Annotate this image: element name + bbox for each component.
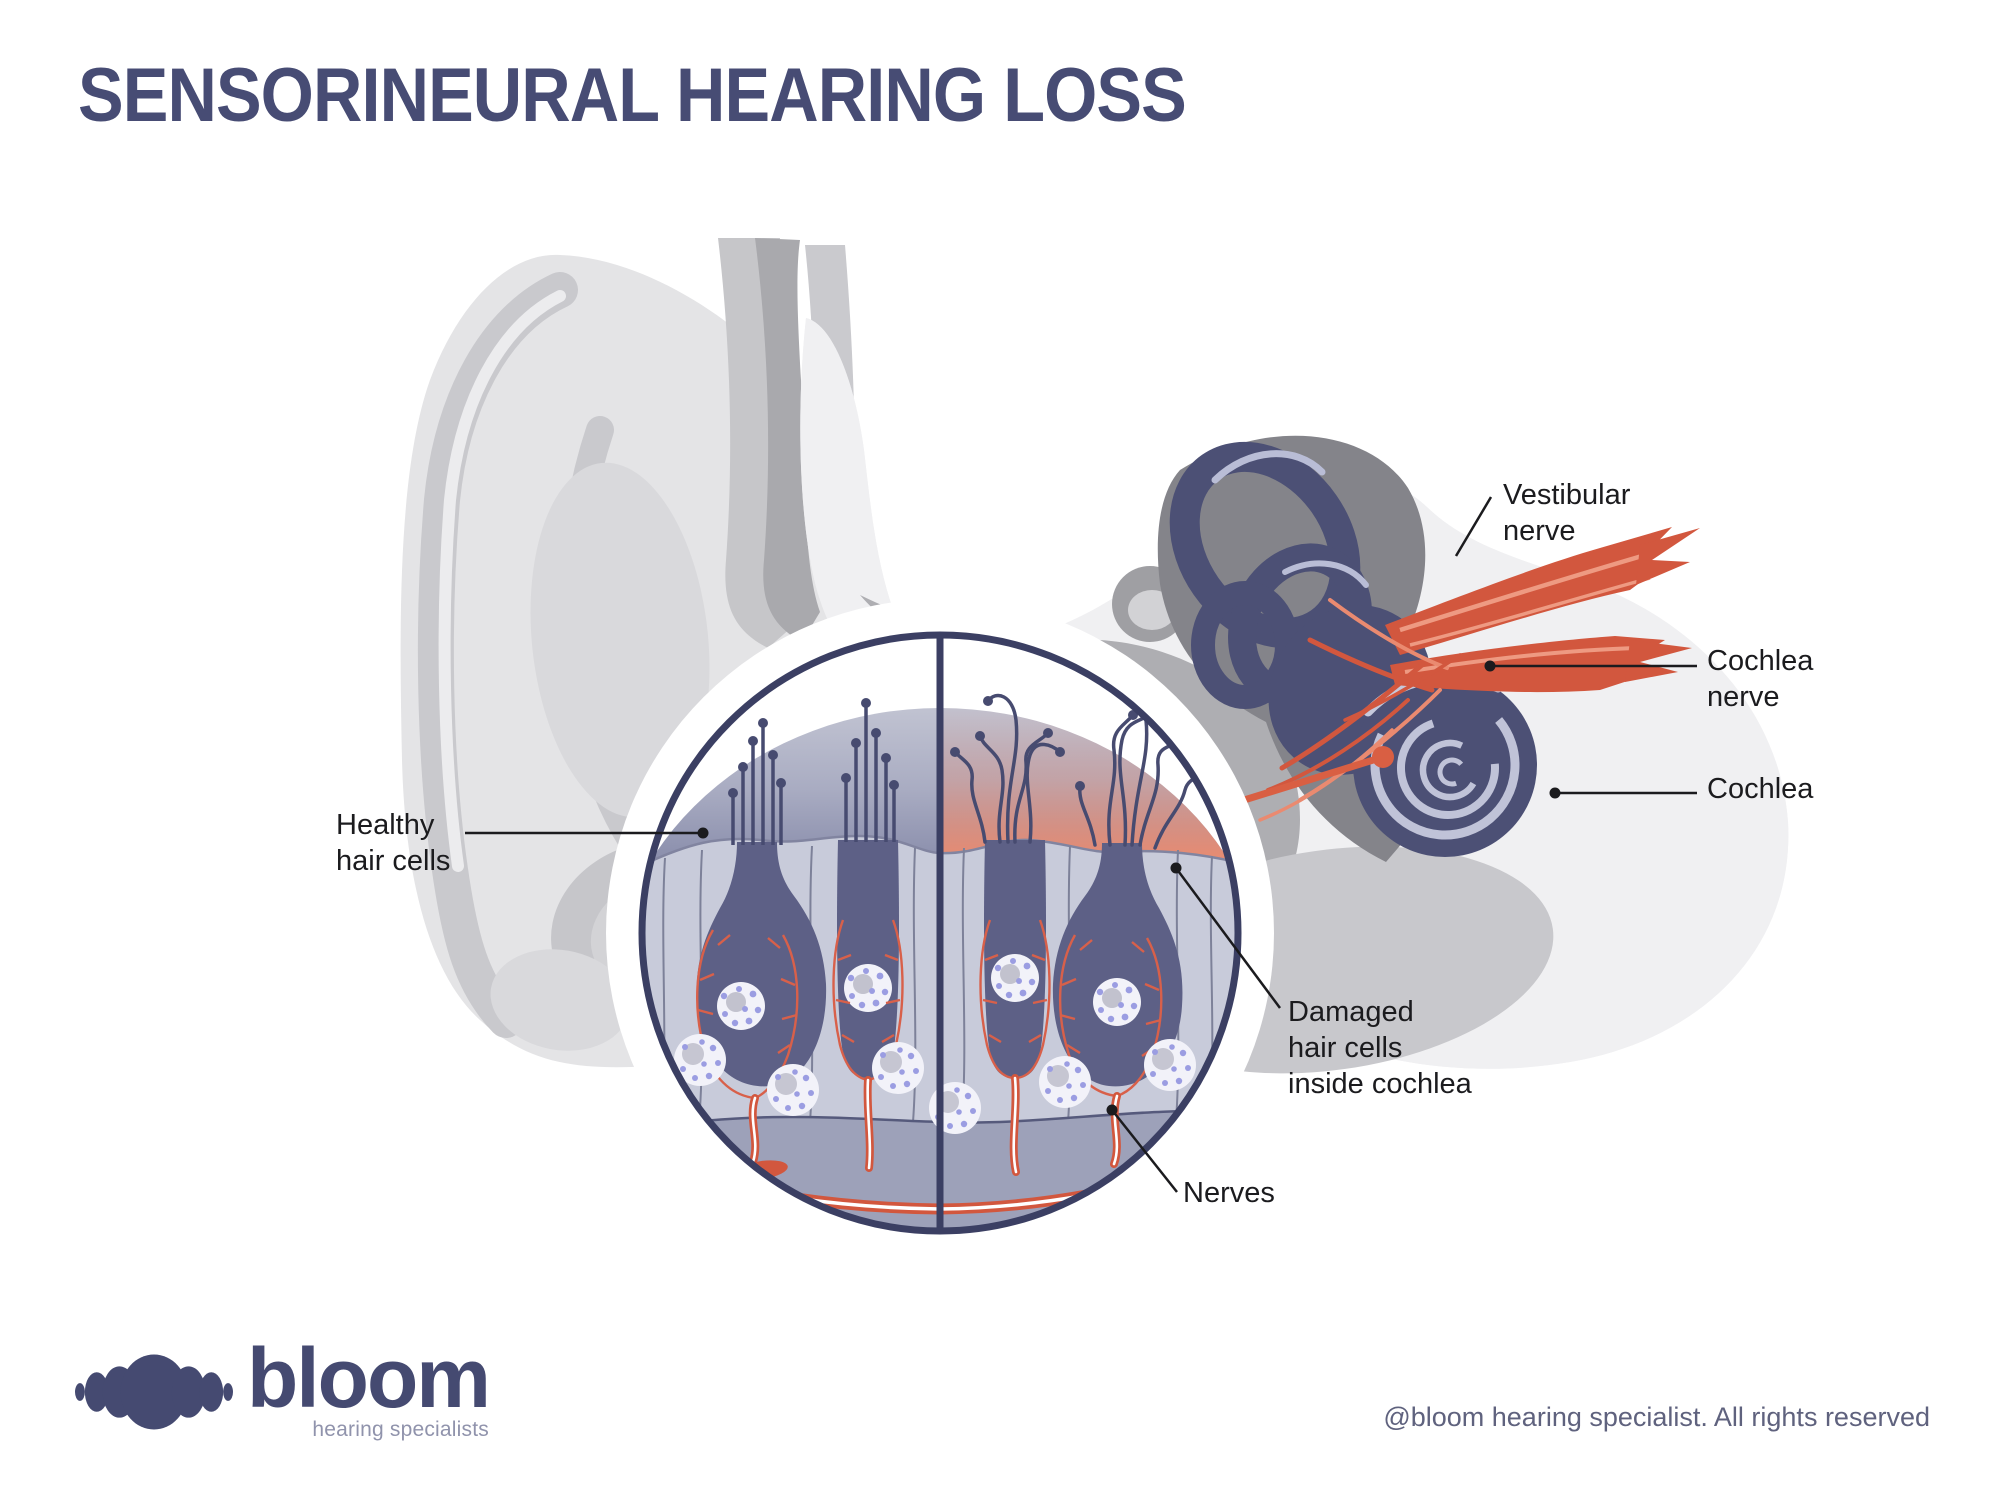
soundwave-icon (75, 1354, 233, 1430)
inset-border (638, 631, 1242, 1235)
page-title: SENSORINEURAL HEARING LOSS (78, 53, 1187, 138)
leader-lines (465, 496, 1697, 1193)
copyright-notice: @bloom hearing specialist. All rights re… (1383, 1402, 1930, 1432)
healthy-hair-cell (696, 840, 899, 1087)
label-cochlea-nerve: Cochlea nerve (1707, 645, 1814, 713)
hair-cell-inset-circle (638, 631, 1242, 1235)
nerve-fan-fibers (1258, 598, 1462, 822)
logo-wordmark: bloom (247, 1331, 491, 1425)
label-vestibular-nerve: Vestibular nerve (1503, 479, 1631, 547)
label-cochlea: Cochlea (1707, 773, 1814, 805)
label-nerves: Nerves (1183, 1177, 1275, 1209)
healthy-stereocilia (728, 698, 899, 845)
cochlear-nerve-fibers (1390, 636, 1692, 693)
damaged-hair-cell (984, 840, 1183, 1087)
label-damaged-hair-cells: Damaged hair cells inside cochlea (1288, 996, 1472, 1100)
logo-tagline: hearing specialists (312, 1418, 489, 1442)
nerve-bundles (1258, 527, 1700, 822)
vestibular-nerve-fibers (1385, 527, 1700, 655)
bloom-logo: bloom hearing specialists (75, 1331, 491, 1442)
label-healthy-hair-cells: Healthy hair cells (336, 809, 451, 877)
